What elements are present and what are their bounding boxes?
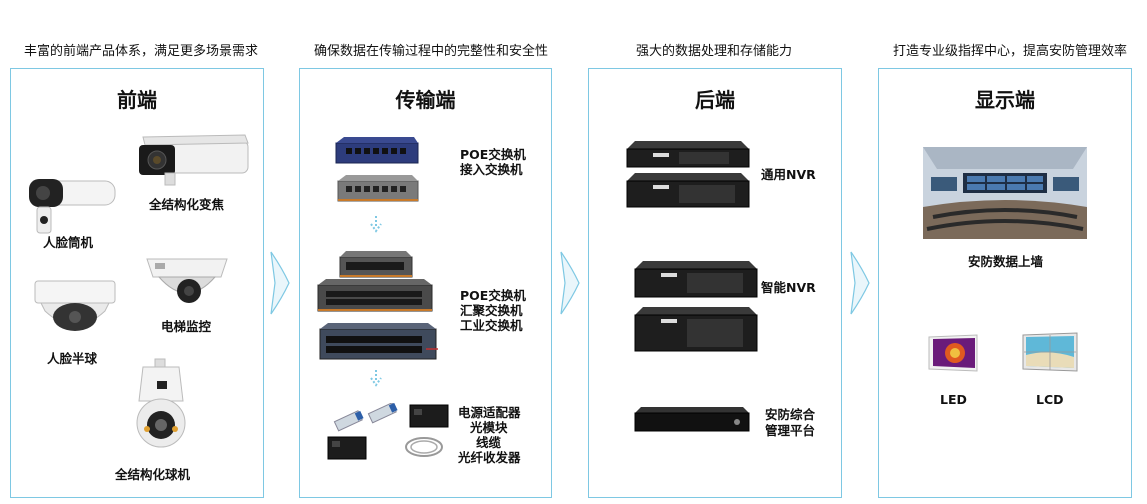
- industrial-switch-icon: [319, 323, 438, 360]
- front-item-2: 全结构化变焦: [149, 197, 225, 212]
- down-arrow-1-icon: [370, 216, 382, 233]
- back-item-4: 管理平台: [765, 423, 816, 438]
- back-panel: 后端 通用NVR 智能NVR 安防综合 管理平台: [588, 68, 842, 498]
- transport-g2-line2: 汇聚交换机: [460, 303, 523, 318]
- transport-panel: 传输端 POE交换机 接入交换机 POE交换机 汇聚交换机 工业交换机: [299, 68, 552, 498]
- accessories-icon: [327, 403, 449, 460]
- access-switch-icon: [337, 175, 419, 202]
- flow-arrow-1-icon: [270, 251, 290, 315]
- transport-title: 传输端: [395, 88, 456, 112]
- transport-g2-line1: POE交换机: [460, 288, 526, 303]
- aggregation-switch-small-icon: [339, 251, 413, 278]
- management-server-icon: [634, 407, 750, 432]
- transport-g1-line2: 接入交换机: [460, 162, 523, 177]
- caption-back: 强大的数据处理和存储能力: [636, 44, 793, 59]
- display-title: 显示端: [975, 88, 1035, 112]
- front-item-5: 全结构化球机: [115, 467, 191, 482]
- general-nvr-icon: [626, 141, 750, 208]
- display-wall-label: 安防数据上墙: [968, 254, 1044, 269]
- transport-g3-line4: 光纤收发器: [458, 450, 521, 465]
- flow-arrow-2-icon: [560, 251, 580, 315]
- transport-g3-line1: 电源适配器: [458, 405, 521, 420]
- transport-g3-line3: 线缆: [476, 435, 502, 450]
- caption-front: 丰富的前端产品体系，满足更多场景需求: [24, 44, 259, 59]
- speed-dome-camera-icon: [136, 358, 186, 448]
- back-title: 后端: [695, 88, 735, 112]
- led-screen-icon: [928, 334, 978, 372]
- transport-g3-line2: 光模块: [470, 420, 508, 435]
- front-item-4: 电梯监控: [161, 319, 212, 334]
- smart-nvr-icon: [634, 261, 758, 352]
- bullet-camera-face-icon: [29, 179, 116, 234]
- back-item-3: 安防综合: [765, 407, 816, 422]
- flow-arrow-3-icon: [850, 251, 870, 315]
- display-led-label: LED: [940, 392, 967, 407]
- caption-transport: 确保数据在传输过程中的完整性和安全性: [314, 44, 549, 59]
- back-item-1: 通用NVR: [761, 167, 816, 182]
- back-item-2: 智能NVR: [761, 280, 816, 295]
- front-panel: 前端 全结构化变焦 人脸筒机 电梯监控 人脸半球: [10, 68, 264, 498]
- hemisphere-camera-icon: [34, 280, 116, 331]
- display-lcd-label: LCD: [1036, 392, 1064, 407]
- command-center-icon: [923, 147, 1087, 239]
- front-item-3: 人脸半球: [47, 351, 98, 366]
- transport-g2-line3: 工业交换机: [460, 318, 523, 333]
- front-item-1: 人脸筒机: [43, 235, 94, 250]
- down-arrow-2-icon: [370, 370, 382, 387]
- dome-camera-icon: [146, 258, 228, 303]
- aggregation-switch-icon: [317, 279, 433, 312]
- front-title: 前端: [117, 88, 157, 112]
- bullet-camera-zoom-icon: [139, 134, 249, 186]
- display-panel: 显示端 安防数据上墙 LED LCD: [878, 68, 1132, 498]
- poe-switch-icon: [335, 137, 419, 164]
- transport-g1-line1: POE交换机: [460, 147, 526, 162]
- caption-display: 打造专业级指挥中心，提高安防管理效率: [893, 44, 1128, 59]
- lcd-screen-icon: [1022, 332, 1078, 372]
